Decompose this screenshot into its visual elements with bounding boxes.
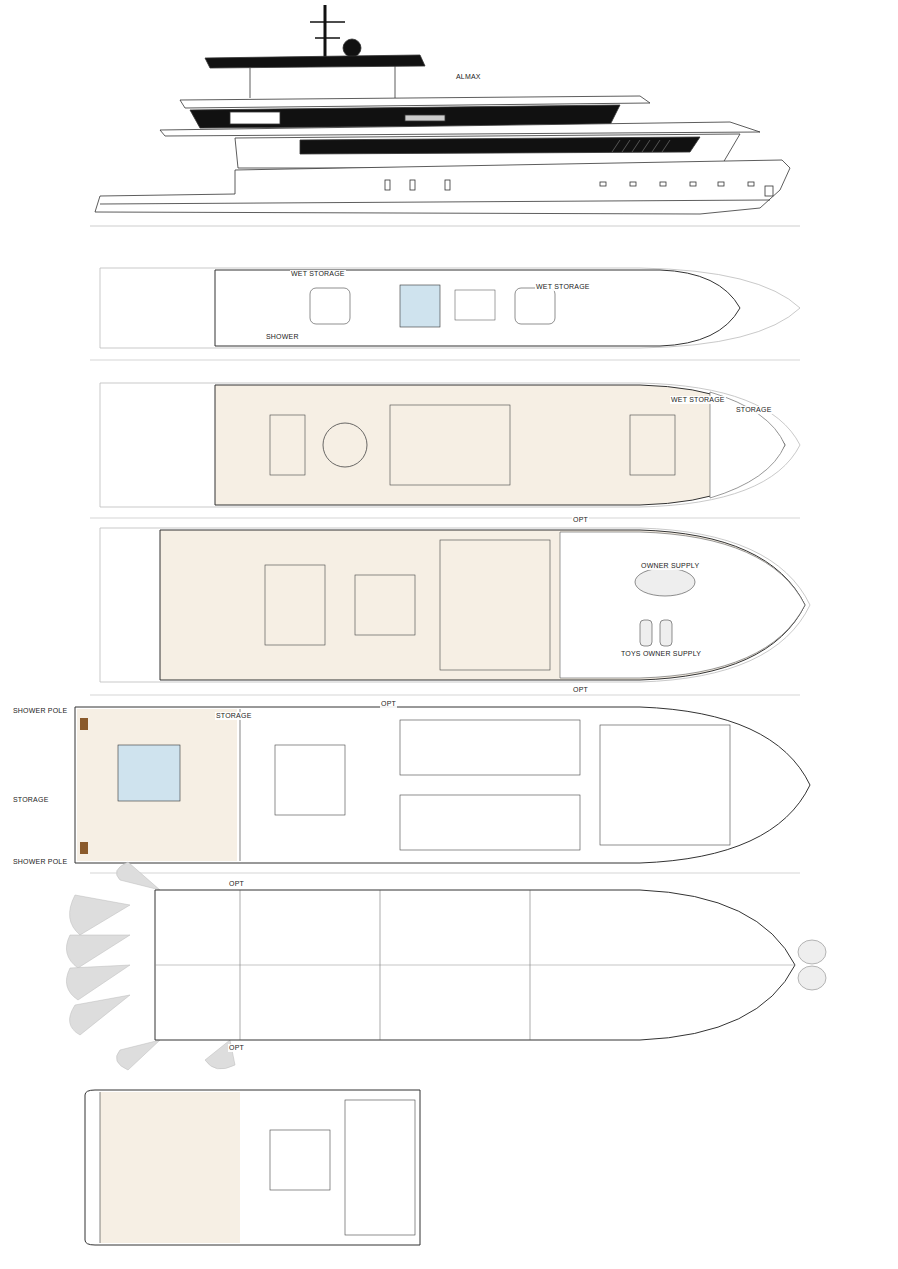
profile-view — [90, 5, 800, 226]
bridge-deck-plan — [90, 383, 800, 518]
sun-deck-plan — [90, 268, 800, 360]
deck-label: OWNER SUPPLY — [640, 562, 700, 570]
deck-label: OPT — [572, 516, 589, 524]
deck-label: STORAGE — [215, 712, 253, 720]
deck-label: WET STORAGE — [290, 270, 346, 278]
deck-label: OPT — [228, 880, 245, 888]
deck-label: ALMAX — [455, 73, 482, 81]
deck-label: SHOWER POLE — [12, 707, 68, 715]
deck-label: OPT — [228, 1044, 245, 1052]
main-deck-plan — [90, 528, 810, 695]
deck-label: WET STORAGE — [535, 283, 591, 291]
tank-deck-plan — [66, 862, 826, 1070]
lower-deck-plan — [75, 707, 810, 873]
deck-label: TOYS OWNER SUPPLY — [620, 650, 702, 658]
deck-label: OPT — [380, 700, 397, 708]
deck-label: SHOWER — [265, 333, 300, 341]
alternative-lower-deck — [85, 1090, 420, 1245]
deck-label: SHOWER POLE — [12, 858, 68, 866]
deck-label: STORAGE — [12, 796, 50, 804]
deck-label: WET STORAGE — [670, 396, 726, 404]
deck-label: STORAGE — [735, 406, 773, 414]
deck-label: OPT — [572, 686, 589, 694]
